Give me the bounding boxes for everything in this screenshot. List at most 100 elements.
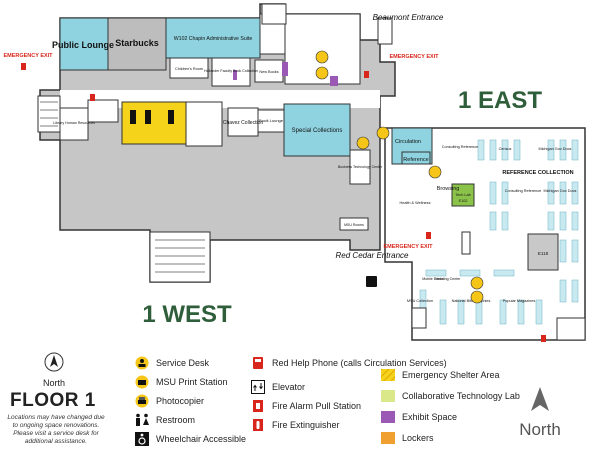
legend-wheelchair: Wheelchair Accessible <box>134 432 246 446</box>
restroom-icon <box>130 110 136 124</box>
tech-lab-room-label: E102 <box>459 199 468 203</box>
north-arrow-icon <box>531 387 549 411</box>
photocopier-icon <box>315 66 329 80</box>
red-phone-icon <box>250 356 266 370</box>
restroom-icon <box>168 110 174 124</box>
fire-extinguisher-icon <box>250 418 266 432</box>
print-station-icon <box>134 375 150 389</box>
exhibit-label: Exhibit Space <box>402 412 458 422</box>
west-wing <box>37 3 396 283</box>
legend-collab-lab: Collaborative Technology Lab <box>380 389 520 403</box>
michigan-gov-label: Michigan Gov Docs <box>544 189 577 193</box>
floor-title: FLOOR 1 <box>10 390 96 411</box>
msu-rooms-label: MSU Rooms <box>344 223 364 227</box>
red-phone-icon <box>21 63 26 70</box>
restroom-area <box>121 101 187 145</box>
service-desk-label: Service Desk <box>156 358 210 368</box>
starbucks <box>107 17 167 71</box>
legend-fire-extinguisher: Fire Extinguisher <box>250 418 340 432</box>
starbucks-label: Starbucks <box>115 38 159 48</box>
restroom-label: Restroom <box>156 415 196 425</box>
elevator-label: Elevator <box>272 382 306 392</box>
service-desk-icon <box>356 136 370 150</box>
east-wing-title: 1 EAST <box>458 87 542 114</box>
emergency-exit-east: EMERGENCY EXIT <box>389 54 439 60</box>
service-desk-icon <box>428 165 442 179</box>
north-indicator-small: North <box>30 352 78 388</box>
library-hr-label: Library Human Resources <box>53 121 95 125</box>
legend-lockers: Lockers <box>380 431 434 445</box>
shelter-label: Emergency Shelter Area <box>402 370 500 380</box>
print-station-icon <box>470 276 484 290</box>
chapin-label: W102 Chapin Administrative Suite <box>174 36 253 42</box>
reference-label: Reference <box>403 157 428 163</box>
shelter-swatch <box>380 368 396 382</box>
emergency-exit-west: EMERGENCY EXIT <box>3 53 53 59</box>
legend-exhibit: Exhibit Space <box>380 410 457 424</box>
photocopier-label: Photocopier <box>156 396 205 406</box>
collab-lab-label: Collaborative Technology Lab <box>402 391 520 401</box>
reference-collection-label: REFERENCE COLLECTION <box>502 170 573 176</box>
red-phone-icon <box>426 232 431 239</box>
photocopier-icon <box>134 394 150 408</box>
map-markers <box>21 50 546 342</box>
consulting-ref-label: Consulting Reference <box>505 189 542 193</box>
legend-photocopier: Photocopier <box>134 394 204 408</box>
vending-label: Vending Center <box>436 277 462 281</box>
room-labels: Public Lounge Starbucks W102 Chapin Admi… <box>52 36 577 303</box>
legend-fire-alarm: Fire Alarm Pull Station <box>250 399 361 413</box>
red-cedar-entrance: Red Cedar Entrance <box>336 251 409 260</box>
mobile-books-label: Mobile Books <box>422 277 444 281</box>
tech-lab-label: Tech Lab <box>455 193 470 197</box>
consulting-ref-top-label: Consulting Reference <box>442 145 479 149</box>
svg-text:Public Lounge: Public Lounge <box>52 40 114 50</box>
fire-extinguisher-label: Fire Extinguisher <box>272 420 340 430</box>
lockers-swatch <box>380 431 396 445</box>
legend-shelter: Emergency Shelter Area <box>380 368 500 382</box>
legend-print-station: MSU Print Station <box>134 375 228 389</box>
e118-label: E118 <box>538 251 549 256</box>
service-desk-icon <box>134 356 150 370</box>
legend-service-desk: Service Desk <box>134 356 209 370</box>
legend-elevator: Elevator <box>250 380 305 394</box>
public-lounge-label: Public Lounge <box>52 40 114 50</box>
floor-map: Public Lounge Starbucks W102 Chapin Admi… <box>3 3 586 342</box>
north-label-large: North <box>519 420 561 439</box>
special-collections-label: Special Collections <box>292 128 343 134</box>
health-label: Health & Wellness <box>400 201 431 205</box>
map-legend: Service Desk MSU Print Station Photocopi… <box>0 348 600 467</box>
elevator-icon <box>250 380 266 394</box>
entrance-labels: Beaumont Entrance Red Cedar Entrance EME… <box>3 13 443 260</box>
legend-restroom: Restroom <box>134 413 195 427</box>
special-collections <box>283 103 351 157</box>
beaumont-entrance: Beaumont Entrance <box>373 13 444 22</box>
lockers-label: Lockers <box>402 433 434 443</box>
legend-red-phone: Red Help Phone (calls Circulation Servic… <box>250 356 447 370</box>
print-station-icon <box>315 50 329 64</box>
public-lounge <box>59 17 109 71</box>
north-arrow-icon <box>44 352 64 372</box>
exhibit-swatch <box>380 410 396 424</box>
new-books-label: New Books <box>259 70 278 74</box>
red-phone-icon <box>90 94 95 101</box>
msu-collection-label: MSU Collection <box>407 299 433 303</box>
west-wing-title: 1 WEST <box>142 301 232 328</box>
brodt-label: Brodt Lounge <box>259 118 284 123</box>
popular-magazines-label: Popular Magazines <box>503 299 536 303</box>
service-desk-icon <box>376 126 390 140</box>
east-wing <box>384 127 586 341</box>
hollander-label: Hollander Faculty Book Collection <box>204 69 258 73</box>
collab-lab-swatch <box>380 389 396 403</box>
national-bib-label: National Bibliographies <box>452 299 491 303</box>
michigan-gov-top-label: Michigan Gov Docs <box>539 147 572 151</box>
business-tech-label: Business Technology Center <box>338 165 383 169</box>
north-label-small: North <box>42 378 65 388</box>
fire-alarm-label: Fire Alarm Pull Station <box>272 401 362 411</box>
restroom-icon <box>134 413 150 427</box>
north-indicator-large: North <box>510 385 570 440</box>
red-phone-label: Red Help Phone (calls Circulation Servic… <box>272 358 447 368</box>
tech-lab <box>451 183 475 207</box>
childrens-room-label: Children's Room <box>175 67 203 71</box>
fire-alarm-icon <box>250 399 266 413</box>
circulation-label: Circulation <box>395 139 421 145</box>
